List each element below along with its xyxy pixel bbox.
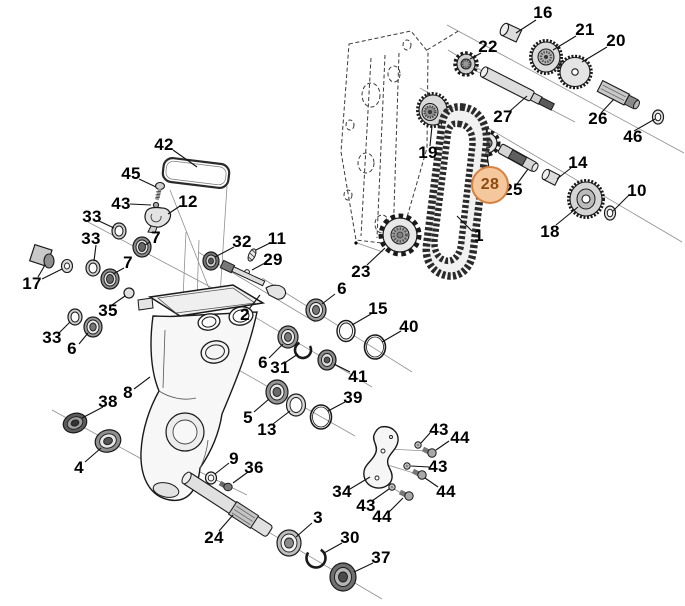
bearing-3: [276, 529, 302, 557]
bearing-6-row1: [305, 298, 327, 322]
gear-20: [557, 54, 593, 90]
leader-lines: [37, 19, 656, 573]
screw-45: [154, 181, 166, 201]
cover-plate-34: [363, 425, 399, 489]
sprocket-23: [378, 213, 422, 257]
ring-33-row1: [111, 222, 127, 240]
washer-46: [651, 109, 665, 125]
guide-bar-outline: [340, 29, 461, 246]
nuts-43: [388, 441, 422, 491]
snap-ring-30: [305, 547, 327, 569]
shaft-25: [497, 143, 539, 173]
bearing-5: [265, 379, 289, 405]
bearing-41: [317, 349, 337, 371]
washer-10: [603, 205, 617, 221]
clamp-12: [144, 206, 172, 234]
ring-39: [309, 404, 333, 430]
ring-40: [363, 334, 387, 360]
bearing-4: [94, 429, 122, 453]
bearing-7-row2: [100, 268, 120, 290]
screws-44: [398, 446, 437, 501]
gear-19: [416, 92, 450, 128]
ball-35: [123, 287, 135, 299]
gear-18: [567, 179, 605, 219]
seal-38: [62, 412, 88, 434]
ring-33-row2: [85, 259, 101, 277]
seal-32: [202, 251, 220, 271]
bearing-7-row1: [132, 236, 152, 258]
bearing-6-row2: [277, 325, 299, 349]
shaft-27: [479, 66, 555, 111]
chain: [422, 103, 491, 280]
seal-37: [329, 562, 357, 592]
pinion-gear-22: [453, 51, 479, 77]
bushing-14: [541, 168, 561, 186]
snap-ring-31: [293, 340, 313, 360]
lever-shaft-2: [219, 259, 287, 300]
screw-36: [218, 480, 233, 492]
plug-17: [28, 243, 74, 274]
spring-11: [247, 248, 257, 262]
bushing-16: [499, 22, 523, 43]
shaft-26: [596, 79, 641, 110]
bearing-6-row3: [83, 316, 103, 338]
shaft-24: [181, 471, 273, 537]
gear-21: [529, 39, 563, 75]
gearbox-housing: [137, 284, 266, 502]
ring-13: [285, 393, 307, 417]
ring-33-row3: [67, 308, 83, 326]
ring-9: [204, 471, 218, 485]
ring-15: [336, 319, 356, 343]
gasket: [161, 156, 231, 190]
